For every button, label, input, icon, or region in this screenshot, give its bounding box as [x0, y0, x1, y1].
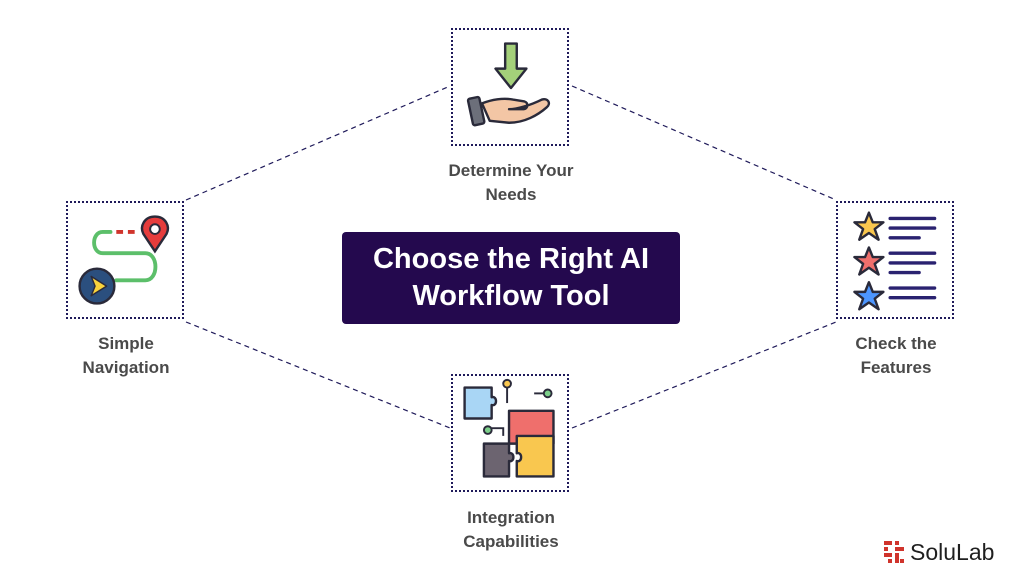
label-determine-line1: Determine Your: [448, 161, 574, 180]
label-navigation-line2: Navigation: [82, 358, 170, 377]
label-integration-line2: Capabilities: [463, 532, 559, 551]
solulab-logo-icon: [884, 541, 904, 563]
connector-determine-features: [571, 85, 837, 201]
connector-navigation-integration: [185, 321, 451, 429]
puzzle-pieces-icon: [451, 374, 569, 492]
label-navigation-line1: Simple: [98, 334, 154, 353]
label-integration-line1: Integration: [467, 508, 555, 527]
center-title-box: Choose the Right AI Workflow Tool: [342, 232, 680, 324]
connector-integration-features: [571, 321, 837, 429]
route-map-pin-icon: [66, 201, 184, 319]
star-checklist-icon: [836, 201, 954, 319]
title-line1: Choose the Right AI: [372, 243, 650, 275]
label-simple-navigation: Simple Navigation: [36, 332, 216, 380]
hand-receive-arrow-icon: [451, 28, 569, 146]
label-features-line1: Check the: [855, 334, 937, 353]
label-determine-needs: Determine Your Needs: [421, 159, 601, 207]
label-integration-capabilities: Integration Capabilities: [421, 506, 601, 554]
brand-logo: SoluLab: [884, 538, 994, 566]
label-check-features: Check the Features: [806, 332, 986, 380]
brand-name: SoluLab: [910, 538, 995, 565]
connector-navigation-determine: [185, 85, 451, 201]
title-line2: Workflow Tool: [412, 280, 610, 312]
label-determine-line2: Needs: [485, 185, 537, 204]
label-features-line2: Features: [860, 358, 932, 377]
